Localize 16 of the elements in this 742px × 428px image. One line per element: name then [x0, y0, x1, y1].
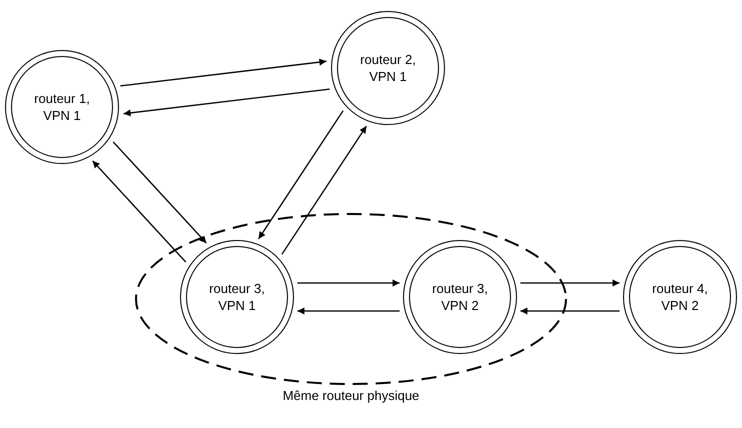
router-label: routeur 2, VPN 1 — [359, 51, 417, 85]
arrow — [297, 280, 400, 286]
group-label: Même routeur physique — [282, 387, 420, 405]
arrow — [120, 58, 326, 87]
arrow — [520, 280, 620, 286]
router-label: routeur 1, VPN 1 — [33, 90, 91, 124]
router-label: routeur 3, VPN 1 — [208, 280, 266, 314]
arrow — [112, 141, 207, 244]
arrow — [124, 88, 330, 116]
arrow — [258, 110, 344, 240]
arrow — [281, 126, 367, 255]
router-label: routeur 4, VPN 2 — [651, 280, 709, 314]
router-label: routeur 3, VPN 2 — [431, 280, 489, 314]
arrow — [297, 308, 400, 314]
arrow — [520, 308, 620, 314]
arrow — [92, 160, 186, 263]
